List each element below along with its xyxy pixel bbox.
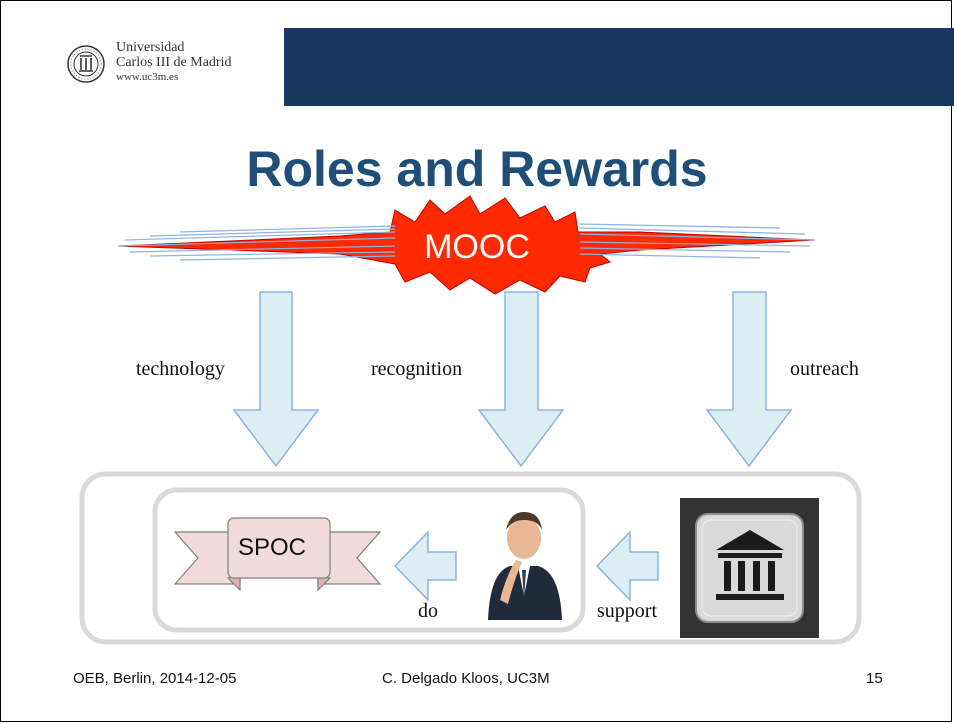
spoc-label: SPOC xyxy=(237,534,306,561)
slide-title: Roles and Rewards xyxy=(246,141,708,197)
thinking-man-photo xyxy=(478,504,570,620)
inner-box xyxy=(152,487,586,633)
mooc-label: MOOC xyxy=(424,228,530,266)
arrow-do xyxy=(393,530,457,602)
support-label: support xyxy=(597,600,657,622)
university-seal-icon xyxy=(67,45,105,83)
recognition-label: recognition xyxy=(371,358,463,380)
page-number: 15 xyxy=(866,670,883,687)
arrow-technology xyxy=(232,291,320,468)
institution-building-icon xyxy=(680,498,819,638)
technology-label: technology xyxy=(136,358,225,380)
down-arrows xyxy=(232,291,793,468)
footer-left: OEB, Berlin, 2014-12-05 xyxy=(73,670,237,687)
outreach-label: outreach xyxy=(790,358,859,380)
university-line1: Universidad xyxy=(116,40,185,55)
university-url: www.uc3m.es xyxy=(116,71,179,83)
footer-center: C. Delgado Kloos, UC3M xyxy=(382,670,550,687)
arrow-support xyxy=(595,530,659,602)
university-name: Universidad Carlos III de Madrid www.uc3… xyxy=(116,40,231,85)
outer-box xyxy=(79,471,862,645)
university-line2: Carlos III de Madrid xyxy=(116,55,232,70)
spoc-banner-shape xyxy=(173,517,382,592)
mooc-burst-shape xyxy=(117,195,816,295)
arrow-outreach xyxy=(705,291,793,468)
do-label: do xyxy=(418,600,438,622)
arrow-recognition xyxy=(477,291,565,468)
